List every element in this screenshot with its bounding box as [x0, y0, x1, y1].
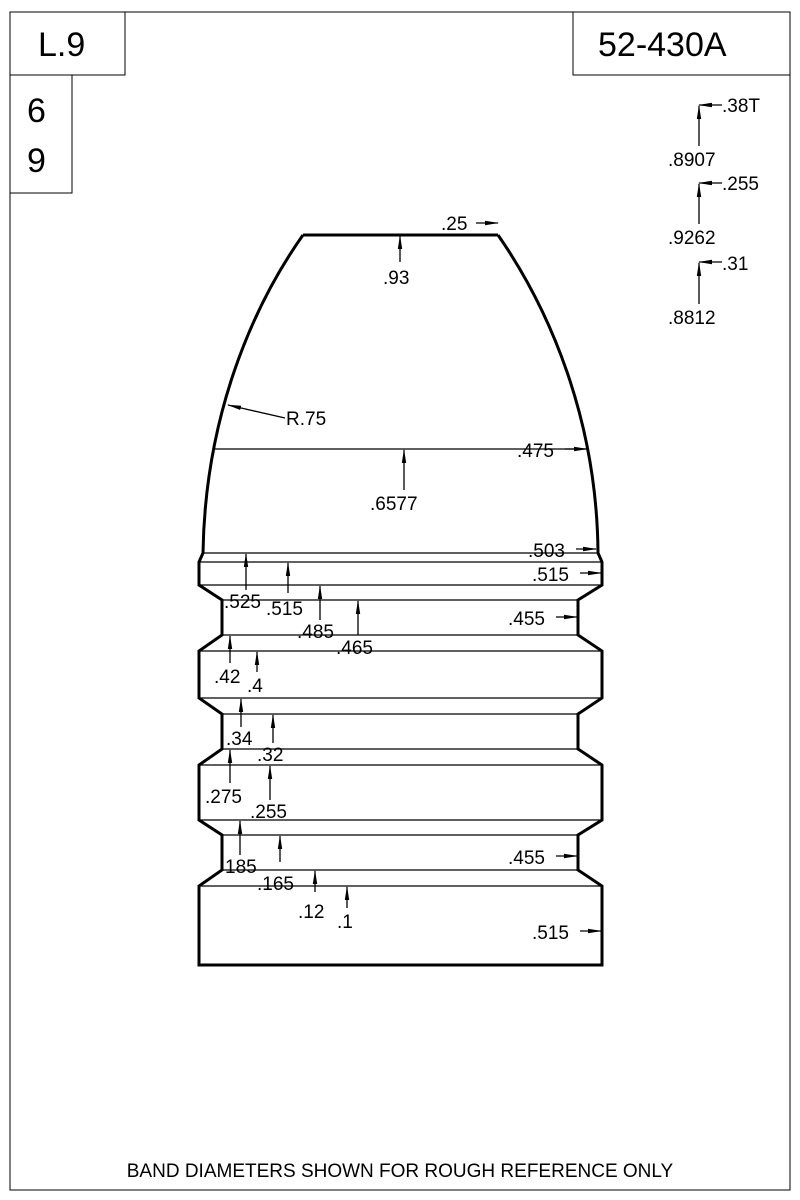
top-right-dims: .38T .8907 .255 .9262 .31 .8812: [668, 96, 760, 329]
svg-text:.6577: .6577: [370, 494, 418, 515]
cavity-bottom: 9: [27, 142, 46, 180]
part-number: 52-430A: [598, 26, 727, 64]
svg-text:.515: .515: [532, 923, 569, 944]
svg-text:.465: .465: [336, 638, 373, 659]
svg-text:.8907: .8907: [668, 150, 716, 171]
svg-text:.8812: .8812: [668, 308, 716, 329]
left-dims: .525 .515 .485 .465 .42 .4 .34 .32 .275 …: [205, 553, 373, 933]
svg-text:.12: .12: [298, 902, 324, 923]
svg-text:.1: .1: [337, 912, 353, 933]
svg-text:.475: .475: [517, 441, 554, 462]
svg-text:.485: .485: [297, 622, 334, 643]
cavity-box: [9, 74, 73, 194]
svg-text:.525: .525: [224, 592, 261, 613]
svg-text:R.75: R.75: [286, 409, 326, 430]
svg-text:.165: .165: [257, 874, 294, 895]
drawing-border: [9, 11, 791, 1191]
cavity-top: 6: [27, 92, 46, 130]
nose-dims: .25 .93 R.75 .475 .6577: [227, 214, 588, 515]
svg-text:.503: .503: [528, 541, 565, 562]
svg-text:.38T: .38T: [722, 96, 760, 117]
part-number-box: [572, 11, 791, 76]
svg-text:.515: .515: [532, 565, 569, 586]
footer-note: BAND DIAMETERS SHOWN FOR ROUGH REFERENCE…: [127, 1161, 674, 1182]
series-label: L.9: [38, 26, 85, 64]
svg-text:.455: .455: [508, 609, 545, 630]
svg-text:.255: .255: [250, 802, 287, 823]
svg-text:.93: .93: [383, 268, 409, 289]
svg-text:.9262: .9262: [668, 228, 716, 249]
svg-text:.255: .255: [722, 174, 759, 195]
svg-text:.25: .25: [441, 214, 467, 235]
svg-text:185: 185: [225, 857, 257, 878]
bullet-outline: [197, 233, 604, 967]
svg-text:.275: .275: [205, 787, 242, 808]
svg-text:.32: .32: [257, 745, 283, 766]
right-diameters: .503 .515 .455 .455 .515: [508, 541, 602, 944]
svg-text:.31: .31: [722, 254, 748, 275]
svg-text:.34: .34: [226, 729, 253, 750]
svg-text:.515: .515: [266, 599, 303, 620]
svg-text:.455: .455: [508, 848, 545, 869]
svg-text:.42: .42: [214, 667, 240, 688]
svg-text:.4: .4: [247, 676, 263, 697]
